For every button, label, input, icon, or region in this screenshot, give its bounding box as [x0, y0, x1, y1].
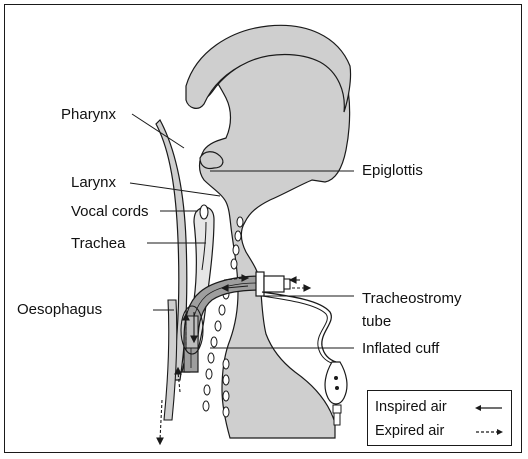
pilot-valve-tip	[334, 413, 340, 425]
legend: Inspired air Expired air	[367, 390, 512, 446]
pilot-valve	[333, 405, 341, 413]
label-oesophagus: Oesophagus	[17, 302, 102, 317]
legend-expired-label: Expired air	[375, 424, 444, 439]
label-epiglottis: Epiglottis	[362, 163, 423, 178]
pilot-balloon-dot	[334, 376, 338, 380]
label-tracheostomy-tube: Tracheostromy	[362, 291, 461, 306]
tube-port	[284, 279, 290, 289]
pilot-balloon-dot	[335, 386, 339, 390]
legend-inspired-arrow	[474, 403, 504, 413]
label-trachea: Trachea	[71, 236, 125, 251]
tube-connector	[264, 276, 284, 292]
label-vocal-cords: Vocal cords	[71, 204, 149, 219]
pilot-balloon	[325, 362, 347, 404]
oesophagus-strip	[164, 300, 177, 420]
legend-expired-arrow	[474, 427, 504, 437]
label-tracheostomy-tube-line2: tube	[362, 314, 391, 329]
label-pharynx: Pharynx	[61, 107, 116, 122]
legend-inspired-label: Inspired air	[375, 400, 447, 415]
label-inflated-cuff: Inflated cuff	[362, 341, 439, 356]
vocal-cords-shape	[200, 205, 208, 219]
cuff-body	[186, 316, 198, 348]
label-larynx: Larynx	[71, 175, 116, 190]
